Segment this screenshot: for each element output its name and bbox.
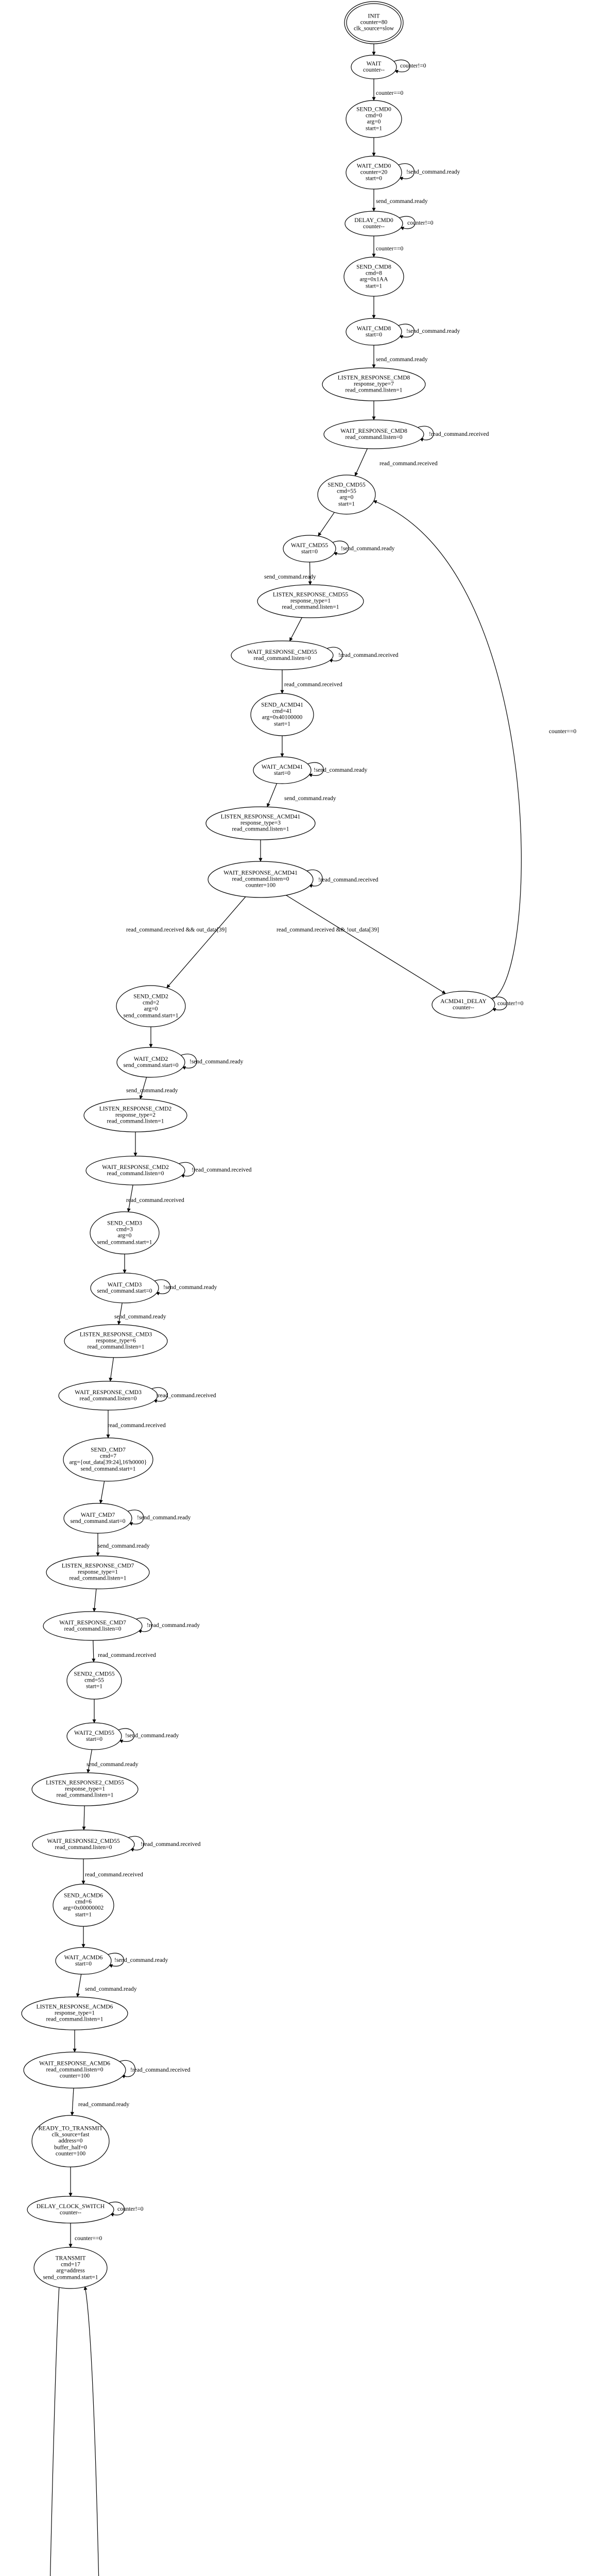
state-node-wait-response-cmd2	[85, 1156, 185, 1185]
state-node-listen-response-cmd7	[46, 1555, 150, 1589]
state-node-wait-cmd2	[116, 1047, 185, 1078]
state-node-wait2-cmd55	[66, 1722, 122, 1750]
edge-wait-acmd41-to-listen-response-acmd41	[267, 783, 278, 807]
edge-wait-cmd2-to-listen-response-cmd2	[139, 1077, 147, 1099]
state-node-wait-cmd7	[63, 1503, 132, 1534]
edge-listen-response-cmd7-to-wait-response-cmd7	[92, 1588, 97, 1612]
state-node-delay-cmd0	[344, 211, 403, 236]
edge-wait-cmd2-to-wait-cmd2	[180, 1054, 197, 1070]
edge-wait-response-cmd55-to-wait-response-cmd55	[325, 647, 343, 663]
edge-wait-for-buffer-to-transmit	[83, 2286, 99, 2576]
state-node-send-acmd6	[53, 1884, 114, 1927]
edge-wait-response-acmd6-to-ready-to-transmit	[70, 2088, 74, 2116]
edge-wait-response-acmd41-to-acmd41-delay	[286, 895, 446, 994]
state-node-transmit	[33, 2247, 108, 2289]
edge-acmd41-delay-to-acmd41-delay	[490, 996, 508, 1012]
state-node-wait-response-acmd6	[23, 2052, 126, 2089]
edge-wait-response-cmd7-to-send2-cmd55	[92, 1640, 96, 1663]
state-node-listen-response-cmd2	[83, 1098, 187, 1132]
edge-acmd41-delay-to-send-cmd55	[373, 500, 522, 1000]
edge-wait-response-cmd3-to-wait-response-cmd3	[150, 1387, 168, 1403]
edge-wait-cmd3-to-listen-response-cmd3	[117, 1302, 123, 1325]
state-node-listen-response2-cmd55	[31, 1772, 139, 1806]
edge-wait-response-cmd2-to-send-cmd3	[127, 1184, 133, 1212]
edge-wait-response-acmd6-to-wait-response-acmd6	[118, 2060, 135, 2079]
edge-wait-acmd6-to-listen-response-acmd6	[76, 1974, 82, 1997]
state-node-wait-acmd41	[253, 756, 312, 784]
edge-wait-response-cmd8-to-wait-response-cmd8	[417, 426, 434, 442]
state-node-listen-response-cmd3	[64, 1324, 168, 1358]
state-node-wait-cmd3	[90, 1273, 159, 1303]
edge-wait-cmd0-to-wait-cmd0	[398, 163, 415, 181]
state-node-send-cmd55	[317, 474, 376, 515]
edge-transmit-to-wait-transmit	[50, 2285, 60, 2576]
nodes-layer	[21, 1, 495, 2289]
state-node-wait-response-cmd55	[231, 640, 334, 670]
edge-send-cmd7-to-wait-cmd7	[99, 1481, 105, 1504]
state-node-delay-clock-switch	[27, 2196, 114, 2224]
edge-wait2-cmd55-to-listen-response2-cmd55	[87, 1749, 93, 1773]
state-node-send-cmd2	[116, 985, 186, 1027]
state-node-ready-to-transmit	[31, 2115, 110, 2167]
edge-listen-response-cmd55-to-wait-response-cmd55	[289, 617, 302, 641]
state-node-wait	[351, 55, 397, 79]
edge-wait-response-cmd7-to-wait-response-cmd7	[135, 1617, 152, 1634]
edge-wait-cmd7-to-wait-cmd7	[127, 1510, 144, 1526]
edge-delay-cmd0-to-delay-cmd0	[398, 216, 416, 230]
edge-wait-response-acmd41-to-wait-response-acmd41	[305, 870, 323, 888]
edge-wait-acmd6-to-wait-acmd6	[107, 1953, 124, 1968]
state-node-init	[344, 1, 404, 44]
state-node-wait-response-cmd7	[43, 1611, 143, 1641]
state-node-send2-cmd55	[66, 1662, 122, 1700]
edge-send-cmd55-to-wait-cmd55	[318, 512, 335, 536]
edge-wait-to-wait	[393, 59, 410, 74]
state-node-wait-cmd55	[283, 535, 336, 563]
state-node-send-cmd8	[343, 257, 404, 297]
state-node-wait-response2-cmd55	[32, 1829, 135, 1859]
state-node-send-cmd3	[90, 1211, 160, 1255]
edge-wait-response-cmd8-to-send-cmd55	[354, 448, 368, 477]
state-node-wait-acmd6	[55, 1947, 112, 1975]
edges-layer	[50, 44, 522, 2576]
edge-wait-response-cmd2-to-wait-response-cmd2	[178, 1162, 195, 1178]
edge-wait-acmd41-to-wait-acmd41	[306, 762, 324, 777]
state-node-wait-cmd0	[346, 156, 402, 190]
edge-wait-cmd3-to-wait-cmd3	[153, 1279, 171, 1296]
state-node-send-cmd0	[346, 100, 402, 138]
state-node-wait-response-acmd41	[208, 861, 314, 898]
state-node-send-cmd7	[63, 1437, 153, 1482]
state-node-listen-response-cmd8	[322, 367, 426, 401]
edge-wait2-cmd55-to-wait2-cmd55	[117, 1728, 135, 1743]
state-node-wait-cmd8	[346, 318, 402, 346]
state-node-wait-response-cmd3	[58, 1381, 158, 1411]
state-node-listen-response-acmd6	[21, 1996, 128, 2030]
edge-wait-cmd55-to-wait-cmd55	[332, 540, 349, 556]
edge-wait-response2-cmd55-to-wait-response2-cmd55	[127, 1836, 144, 1852]
edge-listen-response-cmd3-to-wait-response-cmd3	[109, 1357, 114, 1382]
edge-wait-response-acmd41-to-send-cmd2	[166, 896, 246, 988]
edge-wait-cmd8-to-wait-cmd8	[398, 324, 415, 339]
state-node-listen-response-acmd41	[205, 806, 316, 840]
state-node-acmd41-delay	[432, 991, 495, 1019]
edge-delay-clock-switch-to-delay-clock-switch	[108, 2201, 125, 2217]
state-node-wait-response-cmd8	[323, 419, 424, 449]
state-node-send-acmd41	[250, 693, 314, 736]
state-node-listen-response-cmd55	[257, 584, 364, 618]
